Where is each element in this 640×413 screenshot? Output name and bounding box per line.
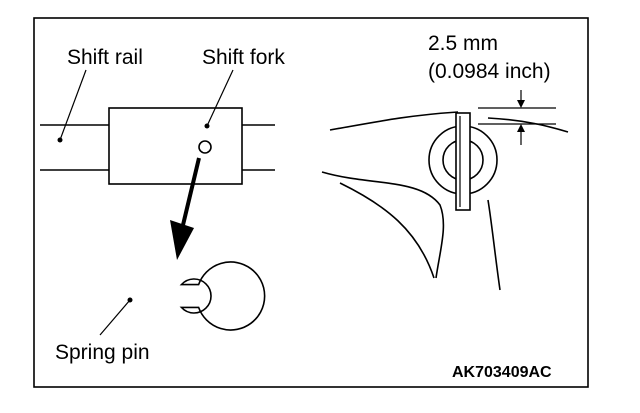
fork-detail bbox=[321, 111, 569, 291]
diagram-frame bbox=[33, 17, 589, 388]
dimension-arrow-down-head bbox=[517, 100, 525, 108]
shift-rail-label: Shift rail bbox=[67, 46, 143, 69]
shift-fork-leader-dot bbox=[204, 123, 210, 129]
shift-rail-leader-dot bbox=[57, 137, 63, 143]
install-arrow-shaft bbox=[181, 157, 201, 226]
fork-lower-curve-left bbox=[321, 171, 445, 279]
figure-code-label: AK703409AC bbox=[452, 364, 552, 381]
shift-fork-label: Shift fork bbox=[202, 46, 285, 69]
spring-pin-hole bbox=[198, 140, 212, 154]
shift-fork-block bbox=[108, 107, 243, 185]
fork-right-contour bbox=[487, 117, 569, 133]
spring-pin-shape bbox=[179, 261, 266, 331]
dimension-mm-label: 2.5 mm bbox=[428, 32, 498, 55]
fork-top-contour bbox=[329, 111, 459, 131]
fork-lower-curve-inner bbox=[339, 182, 435, 279]
install-arrow-head bbox=[170, 220, 194, 260]
spring-pin-label: Spring pin bbox=[55, 341, 150, 364]
spring-pin-side-view bbox=[455, 112, 471, 211]
shift-rail-leader bbox=[59, 69, 87, 141]
shift-fork-leader bbox=[206, 69, 234, 127]
dimension-arrow-up-head bbox=[517, 124, 525, 132]
spring-pin-leader-dot bbox=[127, 297, 133, 303]
shift-rail-assembly bbox=[40, 107, 275, 185]
spring-pin-leader bbox=[99, 299, 131, 336]
fork-right-edge bbox=[487, 199, 501, 291]
dimension-inch-label: (0.0984 inch) bbox=[428, 60, 551, 83]
